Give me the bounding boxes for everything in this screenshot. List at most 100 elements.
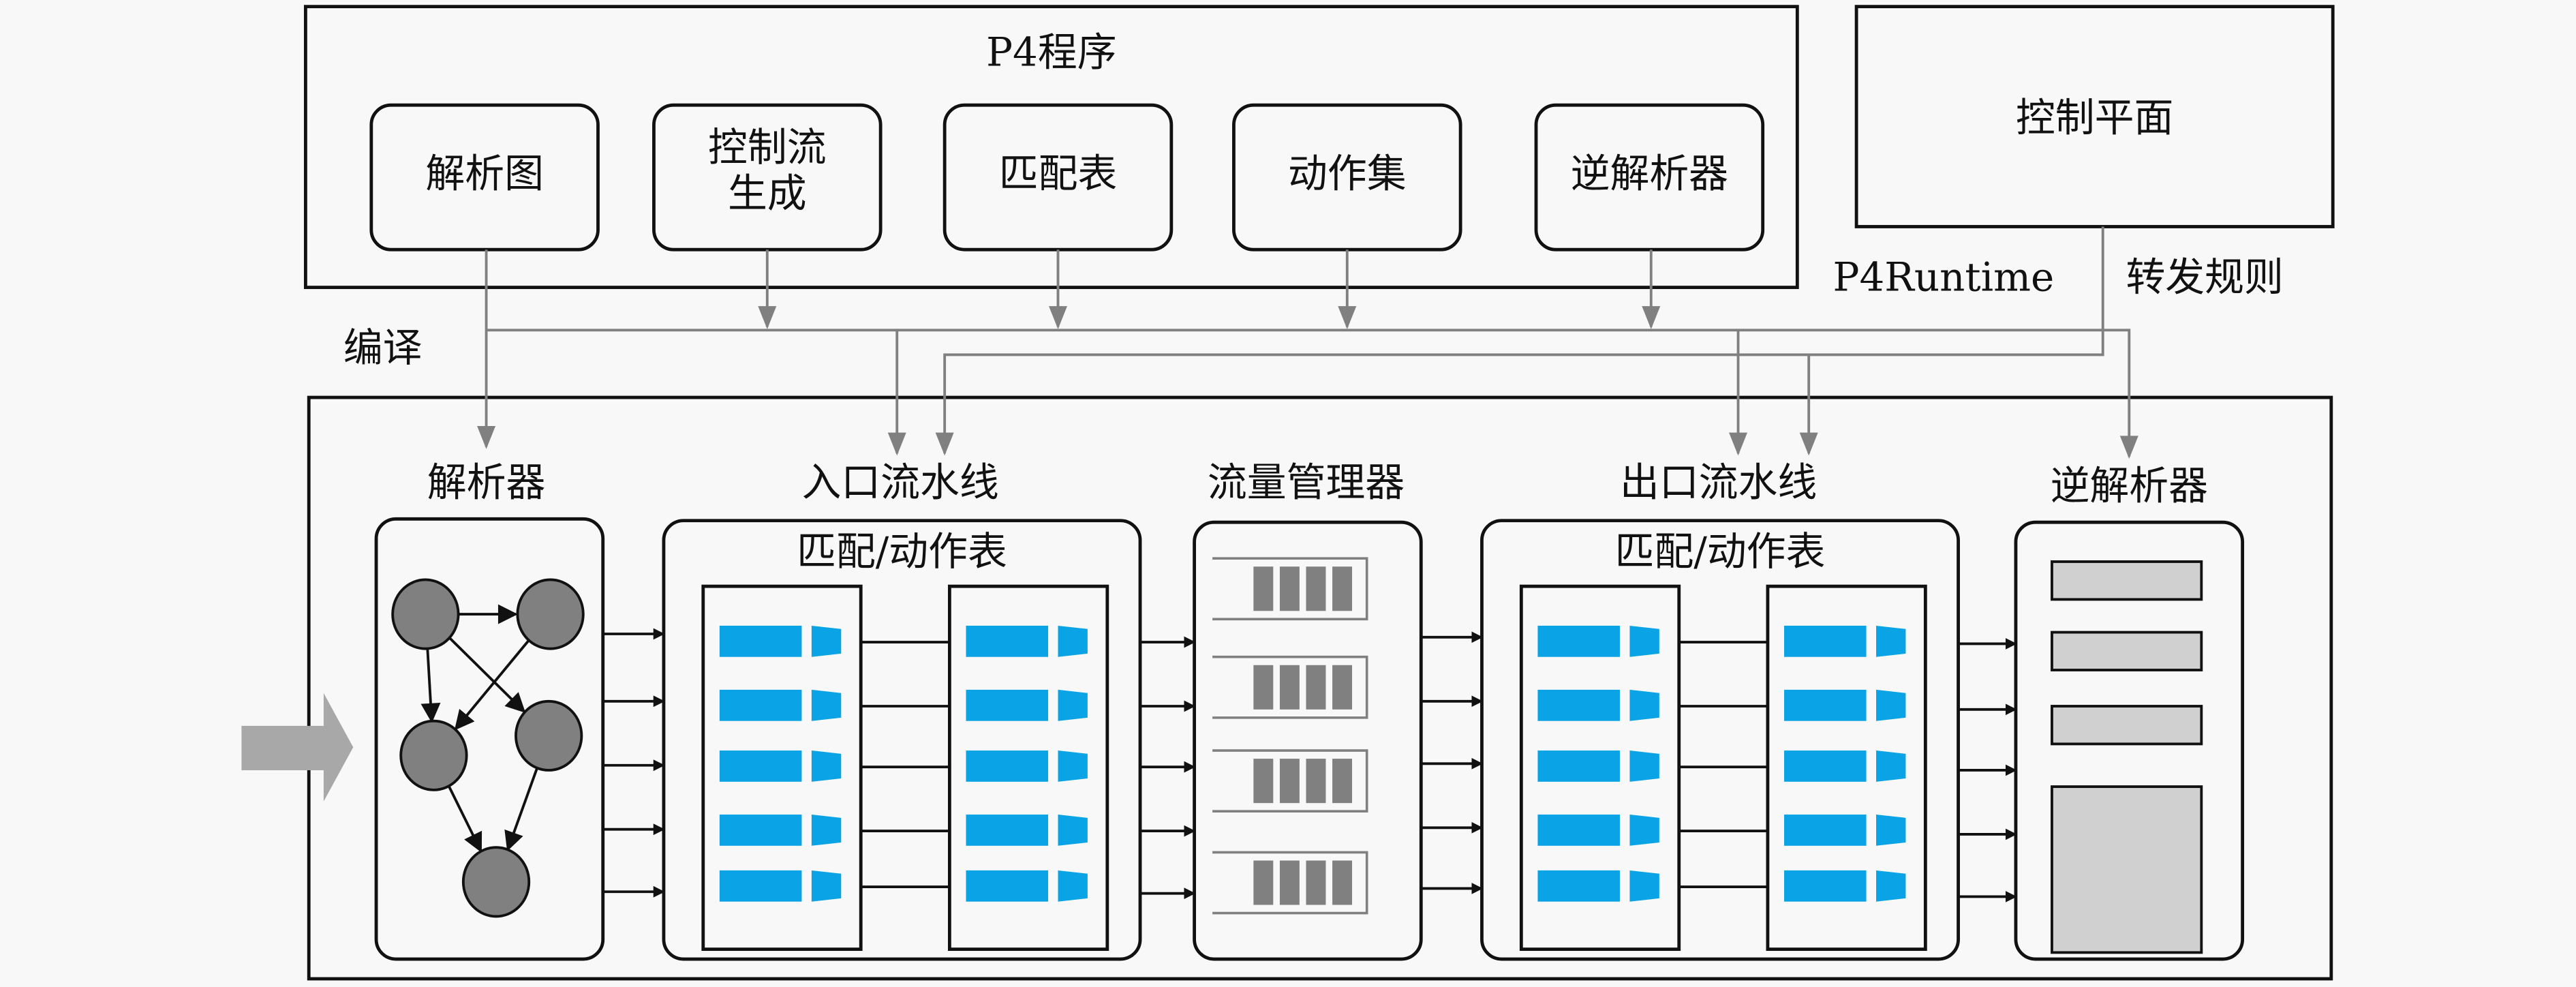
p4-component-label: 生成 <box>728 170 807 217</box>
queue-cell <box>1279 759 1300 804</box>
deparser-stage <box>2014 520 2245 961</box>
control-plane-box: 控制平面 <box>1854 5 2335 228</box>
table-match-field <box>966 625 1049 657</box>
table-match-field <box>1537 750 1620 782</box>
parse-graph-edge <box>420 647 441 723</box>
control-plane-title: 控制平面 <box>2016 95 2173 141</box>
table-action-field <box>1629 625 1659 657</box>
deparser-header-block <box>2051 560 2203 601</box>
table-action-field <box>1629 870 1659 902</box>
parse-graph-node <box>399 719 468 791</box>
queue-cell <box>1306 759 1326 804</box>
table-action-field <box>811 689 842 721</box>
table-match-field <box>1784 625 1867 657</box>
queue <box>1212 557 1368 621</box>
table-match-field <box>1784 689 1867 721</box>
parse-graph-node <box>515 699 583 772</box>
parse-graph-node <box>516 578 585 650</box>
table-match-field <box>719 689 802 721</box>
table-action-field <box>811 815 842 846</box>
queue-cell <box>1253 759 1274 804</box>
stage-label-traffic-manager: 流量管理器 <box>1208 459 1405 506</box>
p4-component-label: 匹配表 <box>999 151 1118 197</box>
stage-label-deparser: 逆解析器 <box>2051 462 2208 508</box>
table-match-field <box>966 689 1049 721</box>
forwarding-rules-label: 转发规则 <box>2126 254 2283 300</box>
table-action-field <box>1629 689 1659 721</box>
deparser-header-block <box>2051 785 2203 954</box>
table-match-field <box>1537 625 1620 657</box>
table-match-field <box>966 750 1049 782</box>
p4runtime-label: P4Runtime <box>1833 254 2055 300</box>
table-match-field <box>719 815 802 846</box>
table-action-field <box>1629 750 1659 782</box>
parse-graph-node <box>391 578 460 650</box>
table-action-field <box>1058 689 1088 721</box>
table-action-field <box>1876 625 1906 657</box>
table-match-field <box>1537 815 1620 846</box>
queue-cell <box>1279 860 1300 905</box>
queue <box>1212 655 1368 719</box>
packet-input-arrow-icon <box>241 693 354 802</box>
table-match-field <box>719 625 802 657</box>
queue <box>1212 851 1368 915</box>
table-action-field <box>1058 625 1088 657</box>
table-action-field <box>811 750 842 782</box>
deparser-header-block <box>2051 631 2203 671</box>
table-action-field <box>1058 815 1088 846</box>
compile-connectors <box>477 226 2138 459</box>
queue-cell <box>1332 759 1353 804</box>
parse-graph-edge <box>448 636 526 713</box>
table-match-field <box>1784 750 1867 782</box>
table-action-field <box>1876 815 1906 846</box>
table-action-field <box>1058 750 1088 782</box>
queue-cell <box>1332 566 1353 611</box>
queue <box>1212 749 1368 813</box>
table-action-field <box>811 870 842 902</box>
p4-component-action-set: 动作集 <box>1232 103 1462 252</box>
queue-cell <box>1279 566 1300 611</box>
match-action-table <box>701 584 863 951</box>
connector-deparser <box>486 329 2138 459</box>
table-action-field <box>1058 870 1088 902</box>
table-match-field <box>1784 870 1867 902</box>
stage-label-parser: 解析器 <box>427 459 546 506</box>
match-action-table <box>1766 584 1927 951</box>
parse-graph-node <box>461 846 531 918</box>
table-action-field <box>1876 689 1906 721</box>
parse-graph <box>391 578 585 918</box>
queue-cell <box>1253 860 1274 905</box>
p4-component-parse-graph: 解析图 <box>369 103 600 252</box>
table-match-field <box>966 870 1049 902</box>
queue-cell <box>1332 860 1353 905</box>
p4-component-label: 逆解析器 <box>1571 151 1728 197</box>
queue-cell <box>1253 566 1274 611</box>
compile-label: 编译 <box>343 324 423 371</box>
table-match-field <box>1537 689 1620 721</box>
table-match-field <box>719 870 802 902</box>
p4-component-deparser-def: 逆解析器 <box>1534 103 1765 252</box>
p4-component-label: 解析图 <box>425 151 544 197</box>
queue-cell <box>1279 665 1300 710</box>
parallel-links <box>602 628 2017 902</box>
stage-label-egress: 出口流水线 <box>1620 459 1817 506</box>
parse-graph-edge <box>504 766 539 851</box>
egress-pipeline: 匹配/动作表 <box>1480 519 1960 961</box>
table-action-field <box>1876 870 1906 902</box>
stage-label-ingress: 入口流水线 <box>801 459 998 506</box>
table-action-field <box>1876 750 1906 782</box>
deparser-header-block <box>2051 705 2203 746</box>
match-action-table <box>947 584 1109 951</box>
egress-match-action-label: 匹配/动作表 <box>1615 528 1826 575</box>
queue-cell <box>1306 860 1326 905</box>
table-action-field <box>811 625 842 657</box>
p4-component-match-table: 匹配表 <box>942 103 1174 252</box>
parse-graph-edge <box>447 784 482 853</box>
queue-cell <box>1332 665 1353 710</box>
p4-component-label: 动作集 <box>1288 151 1407 197</box>
traffic-manager <box>1193 520 1423 961</box>
queue-cell <box>1306 566 1326 611</box>
parse-graph-edge <box>454 639 531 731</box>
